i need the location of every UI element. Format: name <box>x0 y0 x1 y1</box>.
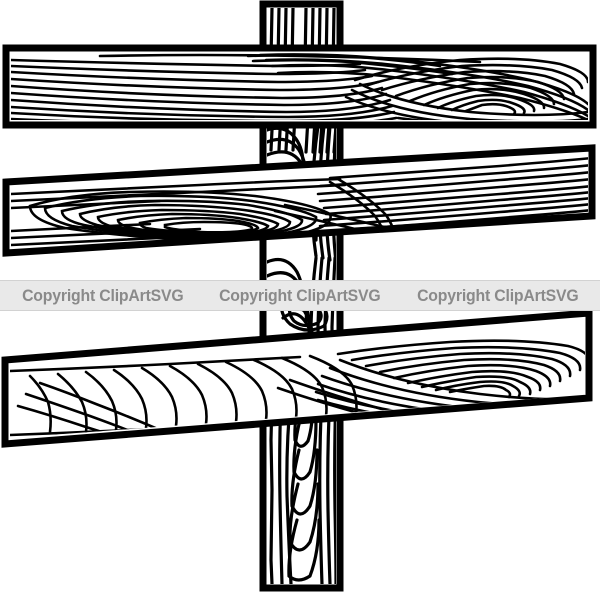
watermark-text: Copyright ClipArtSVG <box>21 286 184 305</box>
watermark-band: Copyright ClipArtSVG Copyright ClipArtSV… <box>0 280 600 311</box>
watermark-text: Copyright ClipArtSVG <box>416 286 579 305</box>
top-board-group <box>2 44 597 129</box>
bottom-sign-board <box>1 309 593 448</box>
top-board-wood-grain <box>11 53 588 120</box>
middle-sign-board <box>2 144 596 257</box>
bottom-board-group <box>1 309 593 448</box>
watermark-text: Copyright ClipArtSVG <box>219 286 381 305</box>
